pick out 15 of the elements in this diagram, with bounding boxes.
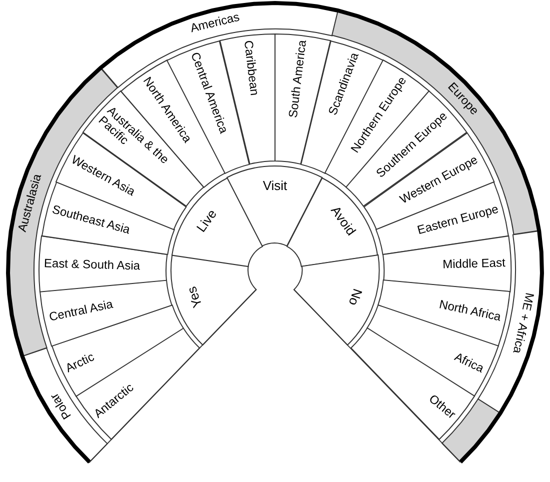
sector-label: Africa [452, 350, 486, 376]
sector-label: North Africa [438, 298, 502, 324]
sector-label: Eastern Europe [416, 203, 500, 238]
sector-label: Central Asia [48, 298, 114, 324]
sector-label: Arctic [64, 350, 97, 376]
sector-label: Yes [185, 284, 206, 310]
sector-label: Caribbean [241, 40, 261, 96]
sector-label: Visit [262, 178, 288, 194]
sector-label: ME + Africa [510, 291, 536, 354]
sector-label: East & South Asia [44, 256, 140, 273]
sector-label: South America [286, 40, 309, 119]
sector-label: Middle East [442, 256, 506, 272]
sector-label: Americas [189, 10, 242, 36]
sector-label: Live [194, 207, 220, 235]
sector-label: No [345, 286, 364, 308]
